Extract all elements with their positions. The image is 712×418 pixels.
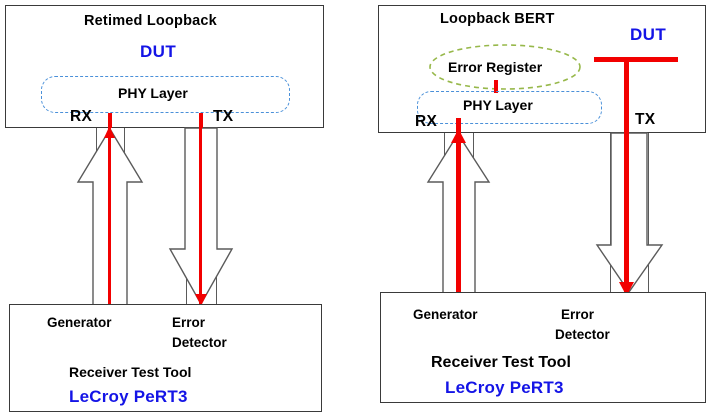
left-phy-layer-label: PHY Layer <box>118 85 188 101</box>
right-tool-name: Receiver Test Tool <box>431 354 571 371</box>
right-tx-down-arrow <box>595 132 664 294</box>
right-dut-box <box>378 5 706 133</box>
left-dut-box <box>5 5 324 128</box>
left-tx-label: TX <box>213 108 234 125</box>
left-rx-label: RX <box>70 108 93 125</box>
right-tool-box <box>380 292 706 403</box>
right-detector-line-outer-b <box>648 133 650 293</box>
left-tool-brand: LeCroy PeRT3 <box>69 387 188 406</box>
left-dut-label: DUT <box>140 42 177 61</box>
left-tx-red-stub-in-dut <box>199 113 203 128</box>
right-rx-red-stub-in-dut <box>456 118 461 132</box>
right-error-register-label: Error Register <box>448 59 543 75</box>
right-tx-red-line <box>624 57 629 293</box>
right-tx-label: TX <box>635 111 656 128</box>
right-rx-red-arrowhead <box>451 129 466 143</box>
left-rx-red-arrowhead <box>104 126 115 138</box>
left-rx-red-stub-in-dut <box>108 113 112 128</box>
left-rx-red-line <box>108 126 111 305</box>
right-error-label: Error <box>561 307 595 322</box>
left-tx-red-line <box>199 126 202 304</box>
right-generator-label: Generator <box>413 307 478 322</box>
left-tx-red-arrowhead <box>195 294 207 306</box>
error-register-ellipse <box>429 44 581 90</box>
left-tool-box <box>9 304 322 412</box>
right-tool-brand: LeCroy PeRT3 <box>445 378 564 397</box>
right-phy-layer-box <box>417 91 602 124</box>
right-loopback-red-horizontal <box>594 57 678 62</box>
left-error-label: Error <box>172 315 206 330</box>
right-error-register-red-stub <box>494 80 498 93</box>
right-detector-label: Detector <box>555 327 610 342</box>
right-rx-red-line <box>456 130 461 293</box>
left-generator-label: Generator <box>47 315 112 330</box>
left-detector-label: Detector <box>172 335 227 350</box>
right-dut-label: DUT <box>630 25 667 44</box>
right-dut-title: Loopback BERT <box>440 11 555 27</box>
right-phy-layer-label: PHY Layer <box>463 97 533 113</box>
right-rx-label: RX <box>415 113 438 130</box>
left-phy-layer-box <box>41 76 290 113</box>
left-tool-name: Receiver Test Tool <box>69 364 192 380</box>
right-tx-red-arrowhead <box>619 282 634 296</box>
left-dut-title: Retimed Loopback <box>84 13 217 29</box>
